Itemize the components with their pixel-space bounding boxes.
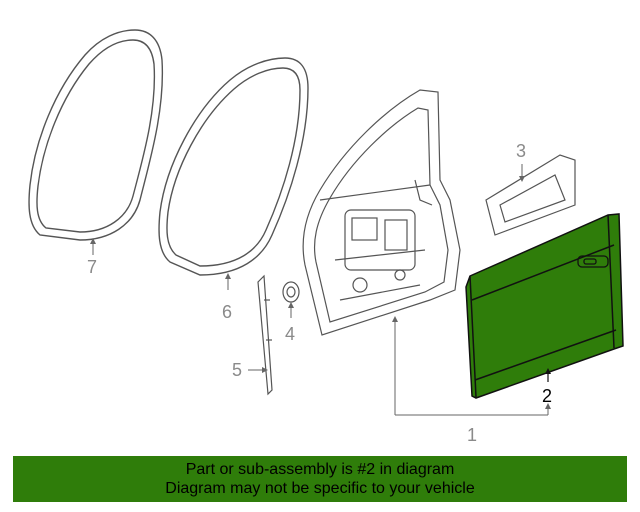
callout-3: 3 (516, 141, 526, 161)
callout-1: 1 (467, 425, 477, 445)
callout-2: 2 (542, 386, 552, 406)
part-1-door-shell (302, 89, 461, 336)
leader-2-arrow (545, 368, 551, 374)
leader-6-arrow (225, 273, 231, 279)
leader-1b-arrow (545, 403, 551, 409)
leader-7-arrow (90, 238, 96, 244)
callout-6: 6 (222, 302, 232, 322)
leader-1-arrow (392, 316, 398, 322)
info-banner: Part or sub-assembly is #2 in diagram Di… (13, 456, 627, 502)
leader-4-arrow (288, 302, 294, 308)
part-3-insulator (485, 154, 576, 236)
callout-4: 4 (285, 324, 295, 344)
banner-line-1: Part or sub-assembly is #2 in diagram (185, 461, 455, 478)
parts-diagram: 7 6 5 4 1 (28, 29, 624, 445)
leader-3-arrow (519, 176, 525, 182)
part-5-edge-strip (257, 274, 273, 396)
part-2-outer-panel (465, 213, 624, 399)
part-4-plug (282, 281, 300, 303)
callout-5: 5 (232, 360, 242, 380)
leader-5-arrow (262, 367, 268, 373)
door-handle-icon (577, 255, 609, 268)
banner-line-2: Diagram may not be specific to your vehi… (165, 480, 475, 497)
callout-7: 7 (87, 257, 97, 277)
part-6-door-seal (158, 57, 309, 276)
part-7-weatherstrip (28, 29, 164, 241)
